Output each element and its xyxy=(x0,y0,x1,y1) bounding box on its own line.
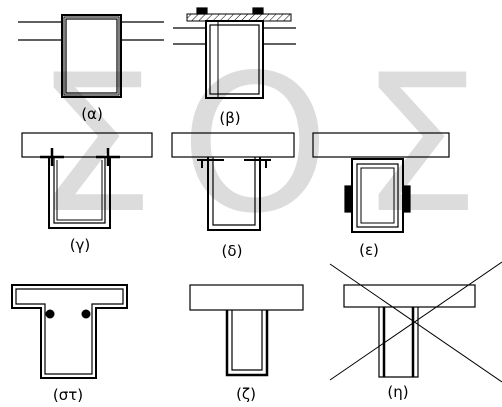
panel-e-label: (ε) xyxy=(359,241,379,259)
watermark-letter-3: Σ xyxy=(360,34,480,255)
panel-h-label: (η) xyxy=(387,383,408,401)
panel-b-drawing xyxy=(173,7,296,99)
watermark-letter-1: Σ xyxy=(35,34,155,255)
panel-a-label: (α) xyxy=(81,105,103,123)
panel-e-drawing xyxy=(312,132,450,233)
panel-c-drawing xyxy=(21,132,153,229)
panel-c-label: (γ) xyxy=(70,236,91,254)
panel-f-label: (στ) xyxy=(53,386,83,404)
panel-b-label: (β) xyxy=(219,109,240,127)
panel-d-label: (δ) xyxy=(222,242,243,260)
panel-g-drawing xyxy=(189,284,304,377)
panel-f-drawing xyxy=(11,284,128,379)
panel-g-label: (ζ) xyxy=(236,385,256,403)
panel-h-drawing xyxy=(329,261,502,383)
panel-d-drawing xyxy=(171,132,295,231)
panel-a-drawing xyxy=(18,14,164,98)
watermark: Σ Ο Σ xyxy=(35,34,480,255)
